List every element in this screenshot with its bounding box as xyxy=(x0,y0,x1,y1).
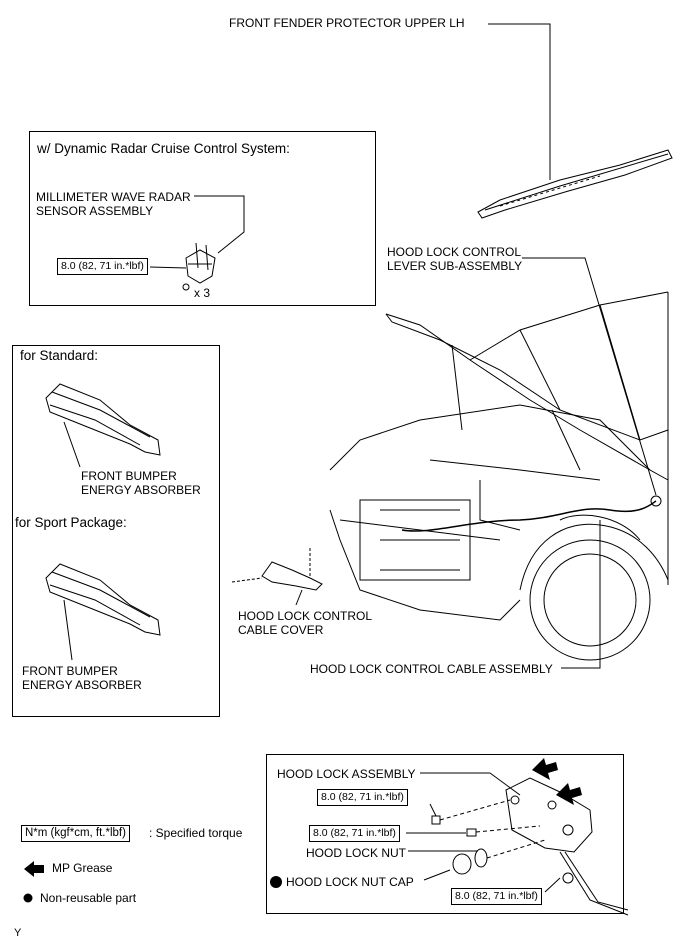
absorber2-label-2: ENERGY ABSORBER xyxy=(22,678,142,692)
cable-drawing xyxy=(401,500,657,532)
cable-cover-label-1: HOOD LOCK CONTROL xyxy=(238,609,373,623)
radar-box-title: w/ Dynamic Radar Cruise Control System: xyxy=(37,141,290,156)
absorber-standard-drawing xyxy=(45,383,161,468)
legend-torque-desc: : Specified torque xyxy=(149,826,243,840)
hood-lock-torque-1: 8.0 (82, 71 in.*lbf) xyxy=(317,789,408,806)
nonreusable-dot-icon xyxy=(270,876,282,888)
hood-lock-drawing xyxy=(406,772,629,916)
sport-title: for Sport Package: xyxy=(15,515,127,530)
hood-lever-label-1: HOOD LOCK CONTROL xyxy=(387,245,522,259)
leader-radar xyxy=(194,195,245,254)
legend-grease-desc: MP Grease xyxy=(52,861,113,875)
hood-lock-box xyxy=(266,754,624,914)
radar-box xyxy=(29,131,376,306)
hood-lock-torque-3: 8.0 (82, 71 in.*lbf) xyxy=(451,888,542,905)
absorber-box xyxy=(12,345,220,717)
radar-sensor-drawing xyxy=(149,242,216,291)
radar-sensor-label-2: SENSOR ASSEMBLY xyxy=(36,204,154,218)
hood-lock-nut-label: HOOD LOCK NUT xyxy=(306,846,407,860)
legend-dot-icon xyxy=(23,893,33,903)
radar-sensor-label-1: MILLIMETER WAVE RADAR xyxy=(36,190,191,204)
legend-arrow-icon xyxy=(24,861,44,877)
fender-protector-drawing xyxy=(477,149,673,219)
absorber1-label-2: ENERGY ABSORBER xyxy=(81,483,201,497)
cable-cover-label-2: CABLE COVER xyxy=(238,623,324,637)
car-drawing xyxy=(329,291,669,661)
grease-arrow-icon-2 xyxy=(556,783,582,805)
absorber1-label-1: FRONT BUMPER xyxy=(81,469,177,483)
leader-fender xyxy=(488,23,551,180)
fender-protector-label: FRONT FENDER PROTECTOR UPPER LH xyxy=(229,16,465,30)
cable-cover-drawing xyxy=(231,548,323,606)
hood-lock-nut-cap-label: HOOD LOCK NUT CAP xyxy=(286,875,414,889)
legend-nonreusable-desc: Non-reusable part xyxy=(40,891,137,905)
hood-lock-assembly-label: HOOD LOCK ASSEMBLY xyxy=(277,767,416,781)
hood-lever-label-2: LEVER SUB-ASSEMBLY xyxy=(387,259,523,273)
cable-assembly-label: HOOD LOCK CONTROL CABLE ASSEMBLY xyxy=(310,662,553,676)
radar-qty-label: x 3 xyxy=(194,286,211,300)
standard-title: for Standard: xyxy=(20,348,99,363)
hood-lock-torque-2: 8.0 (82, 71 in.*lbf) xyxy=(309,825,400,842)
absorber-sport-drawing xyxy=(45,563,161,661)
leader-lever xyxy=(522,257,657,496)
footer-code: Y xyxy=(14,927,22,939)
legend-torque-unit: N*m (kgf*cm, ft.*lbf) xyxy=(21,825,130,842)
leader-cable xyxy=(561,520,601,669)
grease-arrow-icon-1 xyxy=(532,758,558,780)
radar-torque-badge: 8.0 (82, 71 in.*lbf) xyxy=(57,258,148,275)
absorber2-label-1: FRONT BUMPER xyxy=(22,664,118,678)
